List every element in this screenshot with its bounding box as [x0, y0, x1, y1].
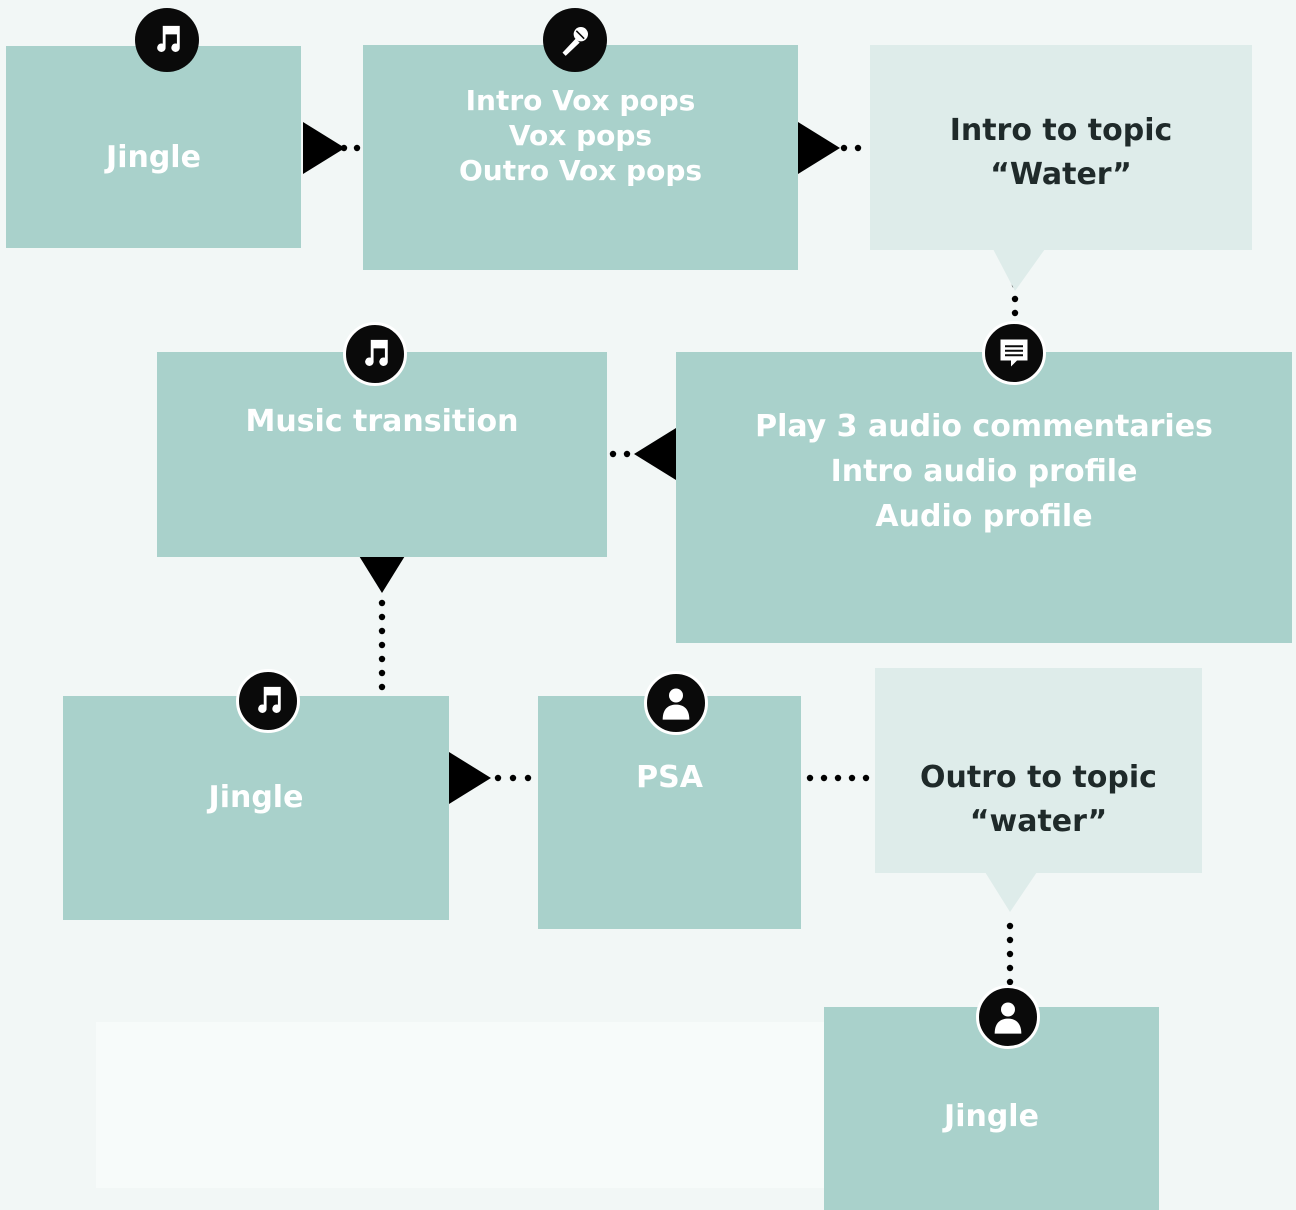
connector-dot: [494, 774, 502, 782]
node-label: Vox pops: [508, 119, 653, 152]
connector-dot: [340, 144, 348, 152]
node-label: Jingle: [208, 780, 304, 815]
comment-icon: [982, 321, 1046, 385]
connector-dot: [820, 774, 828, 782]
node-label: Intro Vox pops: [465, 84, 696, 117]
person-icon: [976, 985, 1040, 1049]
connector-dot: [1011, 309, 1019, 317]
node-label: Music transition: [245, 404, 519, 439]
connector-dot: [378, 683, 386, 691]
node-label: Jingle: [944, 1099, 1039, 1134]
node-label: Audio profile: [875, 499, 1093, 534]
person-icon: [644, 671, 708, 735]
node-psa: PSA: [538, 696, 801, 929]
callout-pointer: [985, 872, 1037, 912]
music-note-icon: [343, 322, 407, 386]
connector-dot: [353, 144, 361, 152]
connector-dot: [378, 599, 386, 607]
callout-label: Intro to topic: [949, 113, 1173, 148]
connector-dot: [623, 450, 631, 458]
connector-dot: [848, 774, 856, 782]
node-jingle: Jingle: [63, 696, 449, 920]
connector-dot: [509, 774, 517, 782]
node-jingle: Jingle: [6, 46, 301, 248]
arrowhead: [303, 122, 345, 174]
node-label: Play 3 audio commentaries: [755, 409, 1213, 444]
callout-intro-topic: Intro to topic “Water”: [870, 45, 1252, 250]
callout-label: “water”: [969, 804, 1108, 839]
music-note-icon: [135, 8, 199, 72]
node-label: PSA: [636, 760, 703, 795]
connector-dot: [854, 144, 862, 152]
connector-dot: [378, 627, 386, 635]
connector-dot: [1006, 978, 1014, 986]
node-vox-pops: Intro Vox pops Vox pops Outro Vox pops: [363, 45, 798, 270]
connector-dot: [1006, 922, 1014, 930]
connector-dot: [524, 774, 532, 782]
connector-dot: [378, 669, 386, 677]
node-label: Intro audio profile: [830, 454, 1138, 489]
arrowhead: [634, 428, 676, 480]
callout-label: “Water”: [990, 157, 1132, 192]
arrowhead: [449, 752, 491, 804]
microphone-icon: [543, 8, 607, 72]
node-label: Outro Vox pops: [458, 154, 703, 187]
connector-dot: [378, 613, 386, 621]
connector-dot: [840, 144, 848, 152]
connector-dot: [1006, 936, 1014, 944]
node-label: Jingle: [106, 140, 201, 175]
connector-dot: [609, 450, 617, 458]
connector-dot: [378, 641, 386, 649]
connector-dot: [862, 774, 870, 782]
callout-label: Outro to topic: [920, 760, 1157, 795]
connector-dot: [1006, 964, 1014, 972]
connector-dot: [378, 655, 386, 663]
arrowhead: [798, 122, 840, 174]
node-music-transition: Music transition: [157, 352, 607, 557]
connector-dot: [834, 774, 842, 782]
connector-dot: [1006, 950, 1014, 958]
music-note-icon: [236, 669, 300, 733]
callout-outro-topic: Outro to topic “water”: [875, 668, 1202, 873]
callout-pointer: [993, 249, 1045, 291]
arrowhead: [356, 551, 408, 593]
node-commentaries: Play 3 audio commentaries Intro audio pr…: [676, 352, 1292, 643]
connector-dot: [1011, 295, 1019, 303]
connector-dot: [806, 774, 814, 782]
blank-panel: [96, 1022, 824, 1188]
